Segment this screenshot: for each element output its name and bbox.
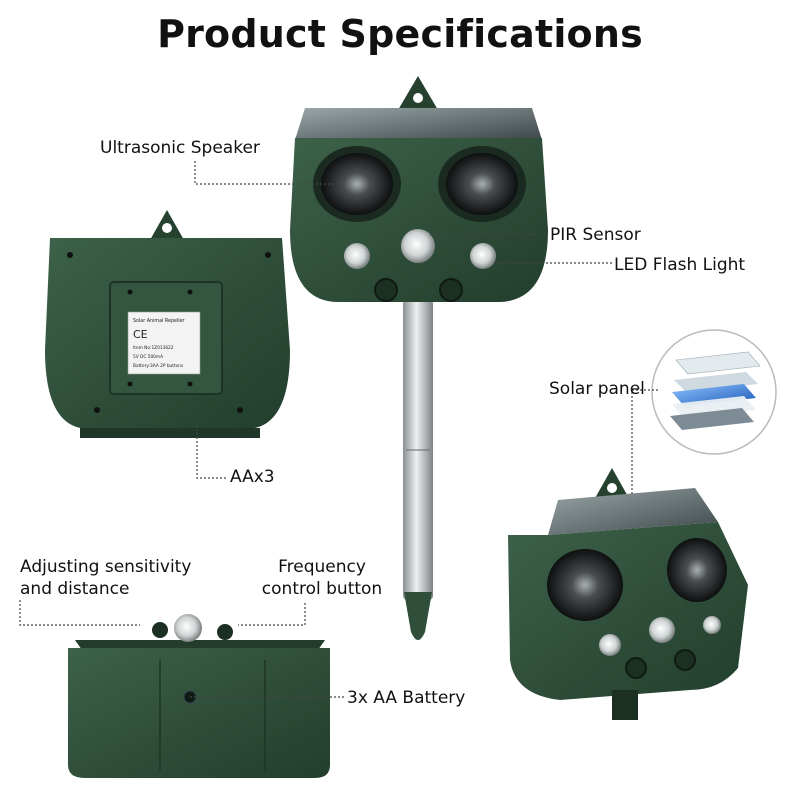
right-led-light <box>470 243 496 269</box>
sticker-line1: Item No:1Z013622 <box>133 345 174 351</box>
stake-tip <box>404 592 432 640</box>
device-bottom-view <box>68 614 330 778</box>
left-led-light <box>344 243 370 269</box>
bottom-pir-dome <box>174 614 202 642</box>
pir-sensor <box>401 229 435 263</box>
sticker-line2: 5V DC 500mA <box>133 354 163 360</box>
left-knob <box>374 278 398 302</box>
page-title: Product Specifications <box>157 12 643 56</box>
label-led-flash-light: LED Flash Light <box>614 255 746 275</box>
angled-speaker-left <box>547 549 623 621</box>
angled-speaker-right <box>667 538 727 602</box>
right-knob <box>439 278 463 302</box>
device-angled-view <box>508 468 748 720</box>
sticker-line3: Battery:3AA 2P buttons <box>133 363 184 369</box>
label-ultrasonic-speaker: Ultrasonic Speaker <box>100 138 260 158</box>
sticker-ce: CE <box>133 328 148 341</box>
label-adjusting-sensitivity: Adjusting sensitivity and distance <box>20 556 191 600</box>
label-adjusting-line1: Adjusting sensitivity <box>20 557 192 577</box>
right-ultrasonic-speaker <box>446 153 518 215</box>
main-device <box>290 76 548 640</box>
label-frequency-line1: Frequency <box>278 557 366 577</box>
left-ultrasonic-speaker <box>321 153 393 215</box>
label-battery: 3x AA Battery <box>347 688 466 708</box>
label-aax3: AAx3 <box>230 467 275 487</box>
rating-sticker <box>127 311 201 375</box>
label-solar-panel: Solar panel <box>549 379 645 399</box>
label-adjusting-line2: and distance <box>20 579 130 600</box>
label-frequency-control: Frequency control button <box>252 556 392 600</box>
sticker-brand: Solar Animal Repeller <box>133 318 185 324</box>
label-pir-sensor: PIR Sensor <box>550 225 641 245</box>
label-frequency-line2: control button <box>261 579 383 600</box>
device-back-view: Solar Animal Repeller CE Item No:1Z01362… <box>45 210 290 438</box>
leader-lines <box>19 161 658 698</box>
solar-panel-diagram <box>651 329 777 455</box>
